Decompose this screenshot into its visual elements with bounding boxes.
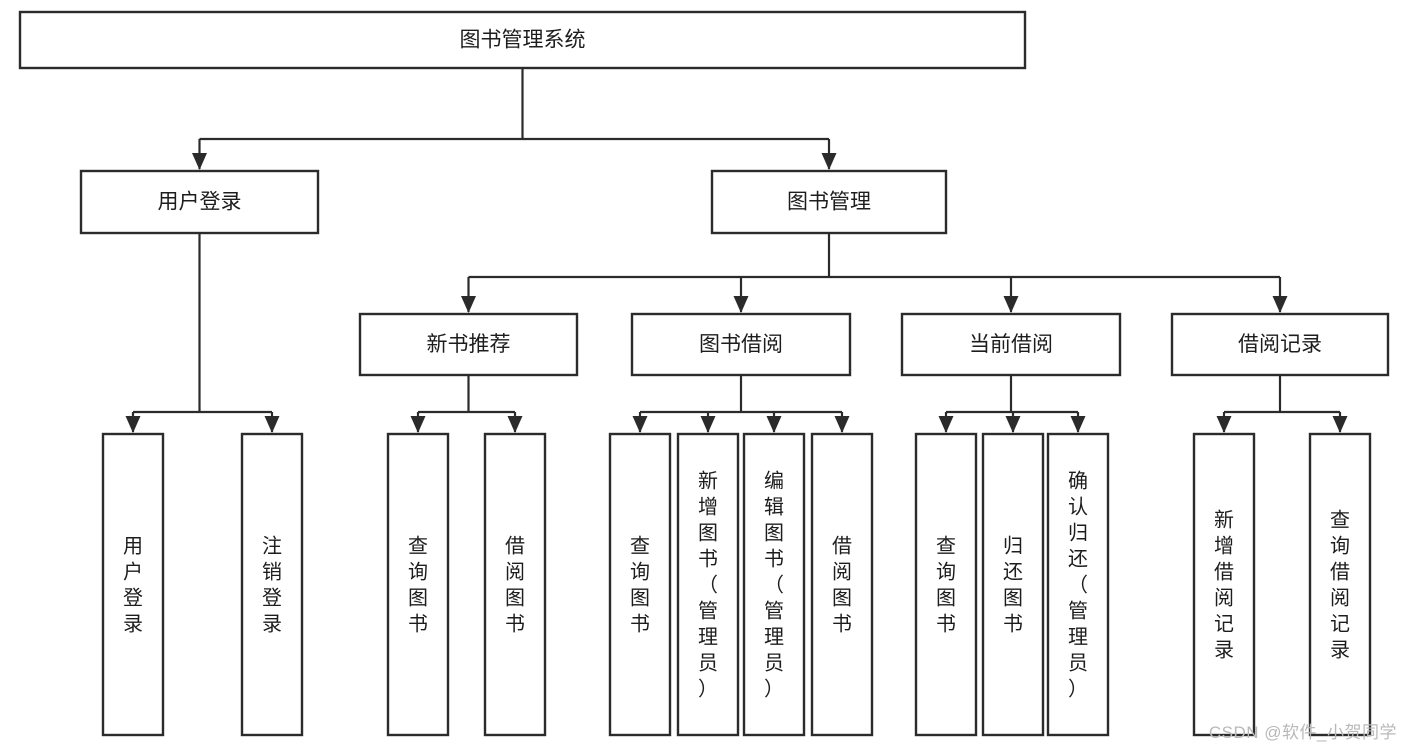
node-label-vertical: 用户登录: [123, 536, 143, 636]
arrow-head-icon: [461, 296, 476, 313]
node-level3-3[interactable]: 借阅记录: [1170, 312, 1390, 377]
node-rect: [358, 312, 579, 377]
node-rect: [914, 432, 978, 737]
node-rect: [608, 432, 672, 737]
node-rect: [630, 312, 852, 377]
arrow-head-icon: [125, 416, 141, 433]
node-leaf-3[interactable]: 借阅图书: [483, 432, 547, 737]
arrow-head-icon: [1332, 416, 1348, 433]
node-rect: [981, 432, 1045, 737]
nodes-layer: 图书管理系统用户登录图书管理新书推荐图书借阅当前借阅借阅记录用户登录注销登录查询…: [18, 10, 1390, 737]
node-rect: [676, 432, 740, 737]
node-rect: [101, 432, 165, 737]
arrow-head-icon: [1003, 296, 1019, 313]
node-rect: [900, 312, 1122, 377]
node-label-vertical: 新增图书（管理员）: [698, 470, 718, 701]
arrow-head-icon: [834, 416, 850, 433]
node-rect: [1170, 312, 1390, 377]
arrow-head-icon: [410, 416, 426, 433]
arrow-head-icon: [192, 153, 207, 170]
node-rect: [1308, 432, 1372, 737]
node-label-vertical: 注销登录: [262, 535, 282, 636]
arrow-head-icon: [1070, 416, 1086, 433]
watermark-label: CSDN @软件_小贺同学: [1208, 723, 1397, 742]
arrow-head-icon: [766, 416, 782, 433]
arrow-head-icon: [1216, 416, 1232, 433]
node-level3-2[interactable]: 当前借阅: [900, 312, 1122, 377]
node-label-vertical: 查询图书: [408, 535, 428, 636]
node-label-vertical: 查询借阅记录: [1330, 509, 1350, 662]
node-label-vertical: 确认归还（管理员）: [1068, 470, 1088, 701]
node-label-vertical: 编辑图书（管理员）: [764, 470, 784, 701]
arrow-head-icon: [821, 153, 837, 170]
node-label: 图书管理系统: [460, 29, 586, 52]
node-leaf-8[interactable]: 查询图书: [914, 432, 978, 737]
node-level3-1[interactable]: 图书借阅: [630, 312, 852, 377]
node-label-vertical: 新增借阅记录: [1214, 509, 1234, 662]
node-label: 新书推荐: [427, 333, 511, 356]
node-label-vertical: 查询图书: [630, 535, 650, 636]
node-level2-0[interactable]: 用户登录: [79, 169, 320, 235]
node-leaf-11[interactable]: 新增借阅记录: [1192, 432, 1256, 737]
node-label: 当前借阅: [969, 333, 1053, 356]
node-level3-0[interactable]: 新书推荐: [358, 312, 579, 377]
node-label: 图书借阅: [699, 333, 783, 356]
node-label: 借阅记录: [1238, 333, 1322, 356]
node-rect: [386, 432, 450, 737]
node-leaf-12[interactable]: 查询借阅记录: [1308, 432, 1372, 737]
node-leaf-10[interactable]: 确认归还（管理员）: [1046, 432, 1110, 737]
node-label-vertical: 借阅图书: [505, 535, 525, 636]
node-leaf-9[interactable]: 归还图书: [981, 432, 1045, 737]
arrow-head-icon: [938, 416, 954, 433]
arrow-head-icon: [264, 416, 280, 433]
arrow-head-icon: [507, 416, 523, 433]
arrow-head-icon: [1005, 416, 1021, 433]
node-leaf-2[interactable]: 查询图书: [386, 432, 450, 737]
node-rect: [1046, 432, 1110, 737]
node-rect: [1192, 432, 1256, 737]
node-label: 图书管理: [787, 191, 871, 214]
arrow-head-icon: [733, 296, 749, 313]
node-label-vertical: 借阅图书: [832, 535, 852, 636]
arrow-head-icon: [632, 416, 648, 433]
node-rect: [18, 10, 1027, 70]
node-leaf-5[interactable]: 新增图书（管理员）: [676, 432, 740, 737]
node-rect: [810, 432, 874, 737]
node-label-vertical: 查询图书: [936, 535, 956, 636]
node-label-vertical: 归还图书: [1003, 535, 1023, 636]
node-level2-1[interactable]: 图书管理: [710, 169, 948, 235]
node-rect: [742, 432, 806, 737]
node-root-图书管理系统[interactable]: 图书管理系统: [18, 10, 1027, 70]
edges-layer: [125, 68, 1348, 433]
arrow-head-icon: [1272, 296, 1288, 313]
node-rect: [79, 169, 320, 235]
node-leaf-6[interactable]: 编辑图书（管理员）: [742, 432, 806, 737]
node-rect: [483, 432, 547, 737]
node-rect: [710, 169, 948, 235]
node-leaf-0[interactable]: 用户登录: [101, 432, 165, 737]
arrow-head-icon: [700, 416, 716, 433]
node-label: 用户登录: [158, 191, 242, 214]
node-leaf-1[interactable]: 注销登录: [240, 432, 304, 737]
node-leaf-4[interactable]: 查询图书: [608, 432, 672, 737]
node-rect: [240, 432, 304, 737]
node-leaf-7[interactable]: 借阅图书: [810, 432, 874, 737]
